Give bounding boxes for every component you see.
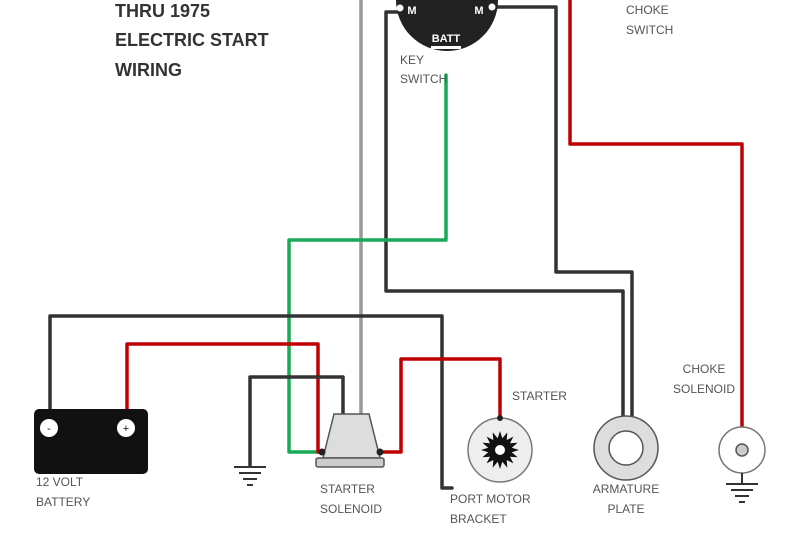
choke-switch: CHOKE SWITCH bbox=[626, 3, 673, 37]
black-wire-key-m-right bbox=[490, 5, 634, 418]
title-line-2: ELECTRIC START bbox=[115, 30, 269, 50]
starter-gear-hub bbox=[495, 445, 505, 455]
key-switch: M M BATT KEY SWITCH bbox=[396, 0, 498, 86]
armature-plate-hole bbox=[608, 430, 644, 466]
solenoid-body bbox=[322, 413, 381, 459]
battery-positive-sign: + bbox=[123, 423, 129, 435]
battery-label-1: 12 VOLT bbox=[36, 475, 84, 489]
choke-solenoid-label-1: CHOKE bbox=[683, 362, 726, 376]
battery-negative-sign: - bbox=[47, 423, 51, 435]
key-switch-batt-label: BATT bbox=[432, 33, 461, 45]
ground-symbol-right bbox=[726, 483, 758, 503]
red-wire-choke bbox=[568, 0, 744, 430]
diagram-title: THRU 1975 ELECTRIC START WIRING bbox=[115, 1, 269, 80]
solenoid-label-1: STARTER bbox=[320, 482, 375, 496]
key-switch-terminal-dot-right bbox=[488, 3, 496, 11]
bracket-label-2: BRACKET bbox=[450, 512, 507, 526]
title-line-1: THRU 1975 bbox=[115, 1, 210, 21]
solenoid-label-2: SOLENOID bbox=[320, 502, 382, 516]
solenoid-terminal-right bbox=[376, 448, 384, 456]
choke-solenoid-center bbox=[735, 443, 749, 457]
port-motor-bracket: PORT MOTOR BRACKET bbox=[450, 492, 531, 526]
armature-label-1: ARMATURE bbox=[593, 482, 659, 496]
green-wire-batt bbox=[287, 73, 448, 454]
starter-terminal bbox=[497, 415, 503, 421]
key-switch-body bbox=[396, 0, 498, 51]
starter-motor: STARTER bbox=[467, 389, 567, 483]
armature-label-2: PLATE bbox=[607, 502, 644, 516]
key-switch-batt-bar bbox=[431, 46, 461, 49]
choke-switch-label-1: CHOKE bbox=[626, 3, 669, 17]
key-switch-m-left: M bbox=[407, 5, 416, 17]
solenoid-base bbox=[315, 457, 385, 468]
starter-solenoid: STARTER SOLENOID bbox=[315, 413, 385, 516]
red-wire-starter bbox=[378, 357, 502, 454]
black-wire-key-m-left bbox=[384, 10, 625, 418]
wires bbox=[48, 0, 744, 490]
ground-symbol-left bbox=[234, 466, 266, 486]
battery-body bbox=[34, 409, 148, 474]
key-switch-label-2: SWITCH bbox=[400, 72, 447, 86]
battery: - + 12 VOLT BATTERY bbox=[34, 409, 148, 509]
solenoid-terminal-left bbox=[318, 448, 326, 456]
key-switch-label-1: KEY bbox=[400, 53, 424, 67]
key-switch-m-right: M bbox=[474, 5, 483, 17]
battery-label-2: BATTERY bbox=[36, 495, 90, 509]
choke-solenoid-label-2: SOLENOID bbox=[673, 382, 735, 396]
title-line-3: WIRING bbox=[115, 60, 182, 80]
choke-switch-label-2: SWITCH bbox=[626, 23, 673, 37]
key-switch-terminal-dot-left bbox=[396, 4, 404, 12]
choke-solenoid: CHOKE SOLENOID bbox=[673, 362, 766, 484]
starter-label: STARTER bbox=[512, 389, 567, 403]
bracket-label-1: PORT MOTOR bbox=[450, 492, 531, 506]
armature-plate: ARMATURE PLATE bbox=[593, 415, 659, 516]
black-wire-battery-neg bbox=[48, 314, 454, 490]
battery-positive-terminal bbox=[117, 419, 135, 437]
red-wire-battery-pos bbox=[125, 342, 320, 454]
battery-negative-terminal bbox=[40, 419, 58, 437]
